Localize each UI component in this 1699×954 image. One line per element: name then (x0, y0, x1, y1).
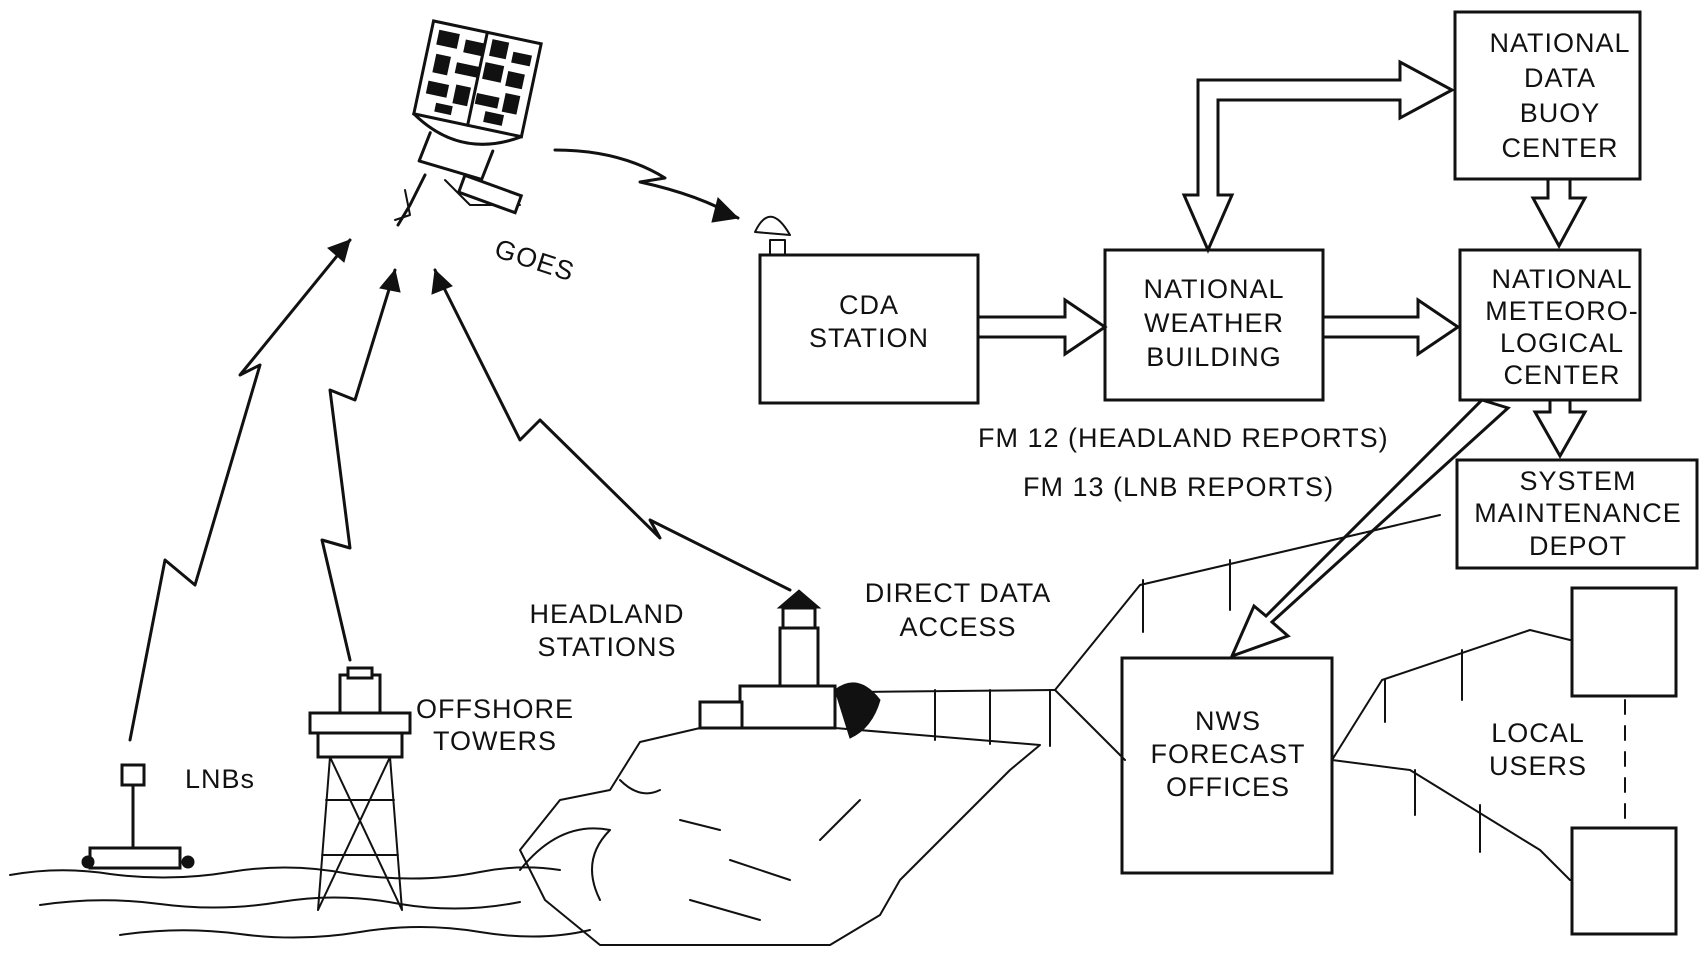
fm13-label: FM 13 (LNB REPORTS) (1023, 472, 1334, 502)
nws-label-line1: NWS (1195, 706, 1261, 736)
cda-station-label-line2: STATION (809, 323, 929, 353)
nmc-label-line1: NATIONAL (1491, 264, 1632, 294)
nwb-label-line1: NATIONAL (1143, 274, 1284, 304)
cda-station-box: CDA STATION (755, 217, 978, 403)
nws-label-line3: OFFICES (1166, 772, 1290, 802)
smd-label-line2: MAINTENANCE (1474, 498, 1682, 528)
arrow-ndbc-to-nmc (1533, 179, 1585, 246)
cda-station-label-line1: CDA (839, 290, 899, 320)
headland-stations-label-line1: HEADLAND (529, 599, 684, 629)
system-maintenance-depot-box: SYSTEM MAINTENANCE DEPOT (1457, 460, 1697, 568)
direct-data-access-label-line2: ACCESS (899, 612, 1016, 642)
arrow-cda-to-nwb (978, 300, 1105, 354)
ndbc-label-line4: CENTER (1501, 133, 1618, 163)
goes-label: GOES (491, 233, 578, 287)
national-meteorological-center-box: NATIONAL METEORO- LOGICAL CENTER (1460, 250, 1640, 400)
nwb-label-line2: WEATHER (1144, 308, 1284, 338)
radio-link-lnb (130, 240, 350, 740)
local-users-label-line1: LOCAL (1491, 718, 1585, 748)
local-users-label-line2: USERS (1489, 751, 1587, 781)
arrow-nmc-to-depot (1535, 400, 1585, 456)
smd-label-line3: DEPOT (1529, 531, 1627, 561)
lnb-buoy-illustration (82, 765, 194, 868)
ndbc-label-line3: BUOY (1520, 98, 1601, 128)
local-user-box-top (1572, 588, 1676, 696)
sea-waves-illustration (10, 828, 610, 937)
ndbc-label-line1: NATIONAL (1489, 28, 1630, 58)
local-users-group: LOCAL USERS (1489, 588, 1676, 934)
nws-forecast-offices-box: NWS FORECAST OFFICES (1122, 658, 1332, 873)
goes-satellite-illustration (395, 21, 541, 225)
local-user-box-bottom (1572, 828, 1676, 934)
arrow-ndbc-nwb-exchange (1184, 62, 1452, 250)
national-data-buoy-center-box: NATIONAL DATA BUOY CENTER (1455, 12, 1640, 179)
smd-label-line1: SYSTEM (1519, 466, 1636, 496)
offshore-towers-label-line1: OFFSHORE (416, 694, 574, 724)
arrow-nwb-to-nmc (1323, 300, 1458, 354)
headland-stations-label-line2: STATIONS (537, 632, 676, 662)
nws-label-line2: FORECAST (1150, 739, 1305, 769)
lnbs-label: LNBs (185, 764, 255, 794)
radio-link-headland (432, 270, 790, 590)
radio-link-offshore (322, 270, 400, 660)
national-weather-building-box: NATIONAL WEATHER BUILDING (1105, 250, 1323, 400)
nmc-label-line2: METEORO- (1485, 296, 1639, 326)
nmc-label-line3: LOGICAL (1500, 328, 1624, 358)
offshore-towers-label-line2: TOWERS (433, 726, 557, 756)
direct-data-access-label-line1: DIRECT DATA (865, 578, 1052, 608)
radio-link-cda (555, 150, 738, 222)
nmc-label-line4: CENTER (1503, 360, 1620, 390)
offshore-tower-illustration (310, 668, 410, 910)
fm12-label: FM 12 (HEADLAND REPORTS) (978, 423, 1389, 453)
ndbc-label-line2: DATA (1524, 63, 1596, 93)
nwb-label-line3: BUILDING (1146, 342, 1282, 372)
